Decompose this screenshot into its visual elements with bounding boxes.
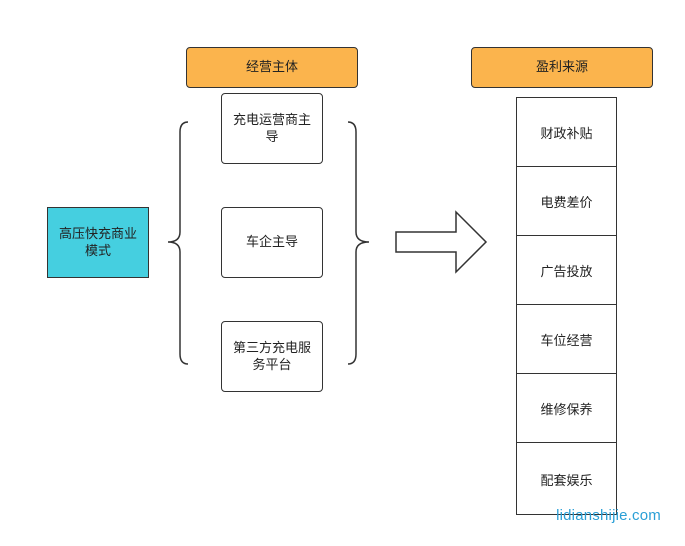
profit-source-item: 财政补贴 (517, 98, 616, 167)
entity-operator: 充电运营商主导 (221, 93, 323, 164)
right-brace (347, 121, 370, 365)
watermark: lidianshijie.com (556, 507, 661, 524)
right-arrow (395, 210, 488, 274)
entity-header: 经营主体 (186, 47, 358, 88)
profit-source-item: 车位经营 (517, 305, 616, 374)
entity-automaker: 车企主导 (221, 207, 323, 278)
entity-third-party: 第三方充电服务平台 (221, 321, 323, 392)
profit-source-item: 配套娱乐 (540, 473, 593, 489)
profit-source-item: 电费差价 (517, 167, 616, 236)
profit-source-item: 维修保养 (517, 374, 616, 443)
profit-source-item: 广告投放 (517, 236, 616, 305)
left-brace (167, 121, 189, 365)
business-mode-box: 高压快充商业模式 (47, 207, 149, 278)
profit-source-list: 财政补贴 电费差价 广告投放 车位经营 维修保养 配套娱乐 (516, 97, 617, 515)
profit-header: 盈利来源 (471, 47, 653, 88)
